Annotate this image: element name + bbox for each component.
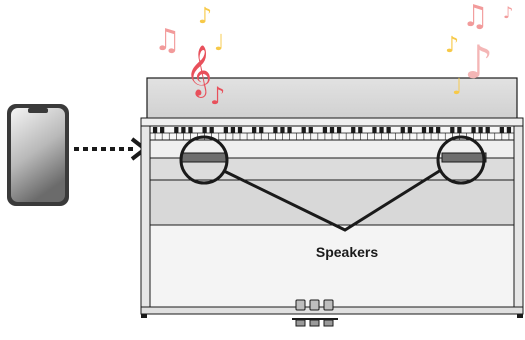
black-key (499, 127, 504, 133)
black-key (174, 127, 179, 133)
music-note-icon: ♪ (445, 33, 459, 58)
black-key (160, 127, 165, 133)
music-note-icon: ♩ (452, 75, 462, 100)
black-key (259, 127, 264, 133)
speaker-left-callout (179, 135, 229, 185)
black-key (273, 127, 278, 133)
music-note-icon: ♪ (503, 3, 513, 22)
piano-lid (146, 77, 518, 123)
black-key (237, 127, 243, 133)
music-notes-icon: ♫ ♪ 𝄞 ♩ ♪ (154, 4, 225, 110)
black-key (329, 127, 335, 133)
speaker-left (181, 152, 227, 163)
black-key (421, 127, 427, 133)
black-key (386, 127, 391, 133)
black-key (336, 127, 342, 133)
smartphone-icon (7, 104, 69, 206)
music-note-icon: ♪ (464, 35, 493, 89)
black-key (450, 127, 455, 133)
piano (140, 77, 524, 327)
black-key (202, 127, 207, 133)
black-key (308, 127, 313, 133)
treble-clef-icon: 𝄞 (186, 45, 212, 98)
music-note-beamed-icon: ♫ (462, 0, 489, 34)
music-note-beamed-icon: ♫ (154, 23, 181, 58)
black-key (400, 127, 405, 133)
music-note-icon: ♩ (214, 31, 224, 56)
black-key (209, 127, 214, 133)
black-key (407, 127, 412, 133)
black-key (457, 127, 462, 133)
black-key (252, 127, 257, 133)
black-key (152, 127, 158, 133)
black-key (188, 127, 193, 133)
dotted-arrow-icon (74, 137, 149, 161)
black-key (436, 127, 441, 133)
callout-leader-lines (223, 168, 442, 232)
black-key (471, 127, 476, 133)
black-key (506, 127, 512, 133)
black-key (379, 127, 384, 133)
black-key (372, 127, 377, 133)
speaker-right (441, 152, 487, 163)
music-note-icon: ♪ (210, 82, 225, 110)
black-key (280, 127, 285, 133)
black-key (223, 127, 228, 133)
speakers-label: Speakers (316, 244, 378, 260)
black-key (428, 127, 434, 133)
black-key (301, 127, 306, 133)
black-key (322, 127, 328, 133)
black-key (230, 127, 236, 133)
black-key (478, 127, 483, 133)
piano-pedals (292, 299, 338, 327)
black-key (181, 127, 186, 133)
black-key (351, 127, 356, 133)
speaker-right-callout (436, 135, 486, 185)
black-key (485, 127, 490, 133)
music-note-icon: ♪ (198, 4, 212, 29)
black-key (358, 127, 363, 133)
music-notes-icon: ♫ ♪ ♪ ♪ ♩ (445, 0, 513, 100)
black-key (287, 127, 292, 133)
